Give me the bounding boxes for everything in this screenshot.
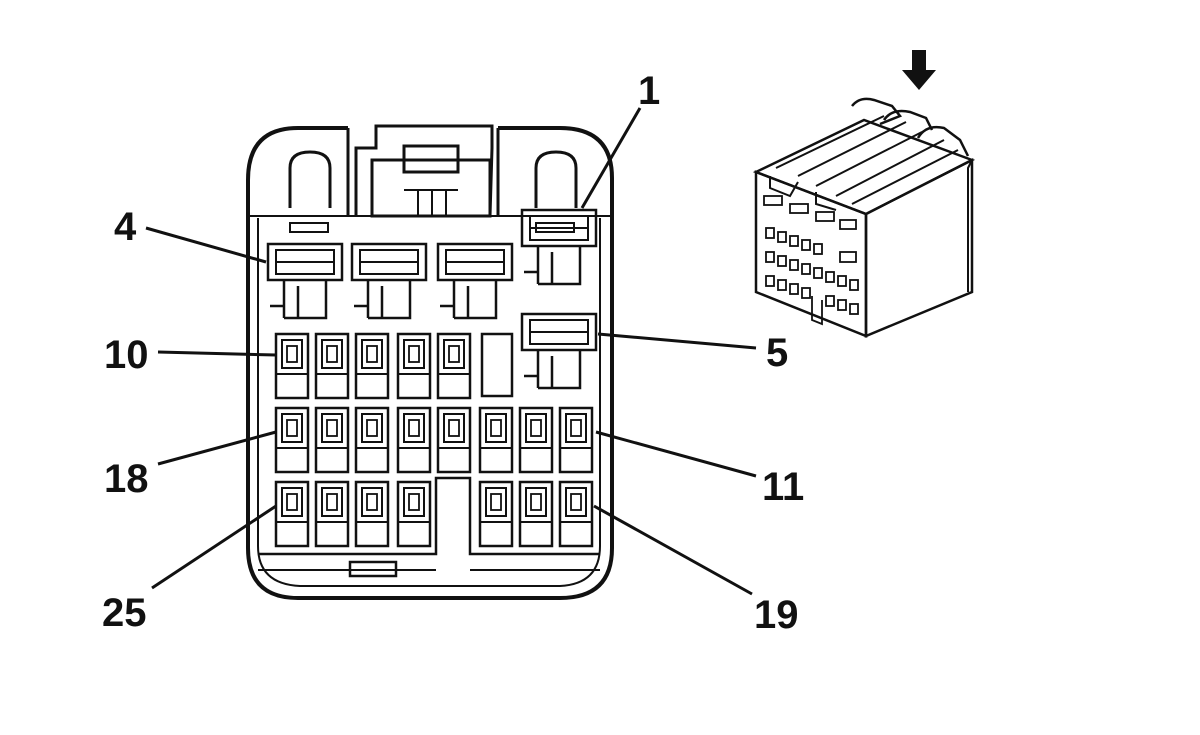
- small-terminal: [518, 406, 554, 474]
- pin-label-11: 11: [762, 465, 804, 509]
- large-terminal: [350, 242, 428, 320]
- leader-19: [593, 504, 753, 596]
- small-terminal: [354, 332, 390, 400]
- pin-label-25: 25: [102, 591, 147, 635]
- small-terminal: [274, 480, 310, 548]
- large-terminal-cavities: [266, 208, 598, 390]
- pin-label-5: 5: [766, 331, 788, 375]
- small-terminal: [396, 406, 432, 474]
- leader-5: [597, 332, 757, 350]
- iso-top-face: [752, 118, 976, 216]
- small-terminal: [558, 480, 594, 548]
- small-terminal: [396, 480, 432, 548]
- leader-lines: [145, 107, 757, 596]
- leader-11: [595, 430, 757, 478]
- leader-18: [157, 430, 277, 466]
- bottom-strip: [258, 476, 600, 556]
- small-terminal: [314, 480, 350, 548]
- leader-1: [580, 107, 642, 209]
- pin-label-18: 18: [104, 457, 149, 501]
- guide-post-left: [288, 150, 332, 208]
- small-terminal: [274, 406, 310, 474]
- bottom-notch: [348, 560, 398, 578]
- small-terminal: [558, 406, 594, 474]
- pin-label-4: 4: [114, 205, 137, 249]
- guide-post-right: [534, 150, 578, 208]
- pin-label-10: 10: [104, 333, 149, 377]
- small-terminal: [354, 406, 390, 474]
- small-terminal: [436, 332, 472, 400]
- housing-inner-line: [257, 218, 601, 587]
- pin-labels: 1 4 5 10 11 18 19 25: [102, 69, 804, 637]
- small-terminal: [436, 406, 472, 474]
- large-terminal: [520, 312, 598, 390]
- large-terminal: [436, 242, 514, 320]
- small-terminal: [314, 406, 350, 474]
- pin-label-19: 19: [754, 593, 799, 637]
- small-terminal-cavities: [274, 332, 594, 548]
- connector-face: [246, 124, 614, 600]
- large-terminal: [520, 208, 598, 286]
- leader-4: [145, 226, 267, 264]
- pin-label-1: 1: [638, 69, 660, 113]
- large-terminal: [266, 242, 344, 320]
- latch: [346, 124, 500, 217]
- small-terminal: [396, 332, 432, 400]
- small-terminal: [274, 332, 310, 400]
- small-terminal: [354, 480, 390, 548]
- small-terminal: [314, 332, 350, 400]
- housing-outline: [246, 126, 614, 600]
- small-terminal: [518, 480, 554, 548]
- leader-10: [157, 350, 277, 357]
- arrow-down-icon: [902, 50, 936, 90]
- latch-window: [402, 144, 460, 174]
- connector-isometric-view: [752, 97, 976, 338]
- blank-slot: [480, 332, 514, 398]
- leader-25: [151, 504, 277, 590]
- small-terminal: [478, 406, 514, 474]
- small-terminal: [478, 480, 514, 548]
